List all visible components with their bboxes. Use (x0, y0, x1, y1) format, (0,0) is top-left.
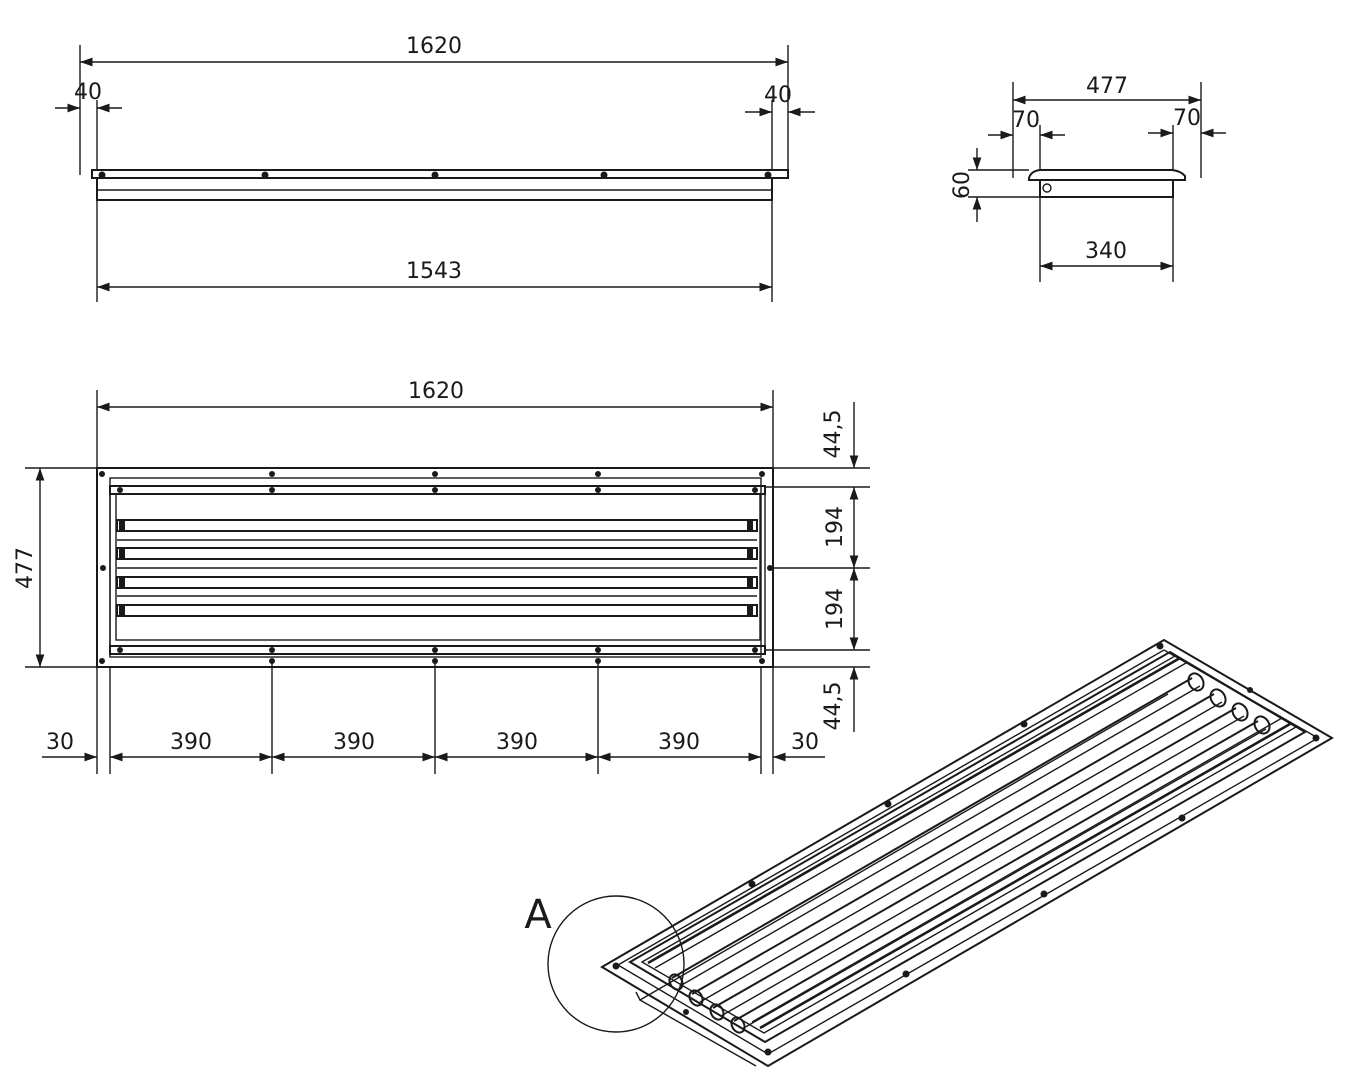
dim-pitch-upper: 194 (823, 506, 848, 548)
isometric-blades (668, 672, 1271, 1034)
dim-spacing-4: 390 (658, 730, 700, 755)
dim-spacing-2: 390 (333, 730, 375, 755)
dim-spacing-1: 390 (170, 730, 212, 755)
plan-view: 1620 477 44,5 194 194 44,5 30 390 390 39… (13, 379, 870, 774)
dim-left-margin: 30 (46, 730, 74, 755)
dim-pitch-lower: 194 (823, 588, 848, 630)
dim-edge-bottom: 44,5 (821, 682, 846, 731)
bolt-hole (759, 471, 765, 477)
dim-right-margin: 30 (791, 730, 819, 755)
dim-end-left-flange: 70 (1012, 108, 1040, 133)
end-view: 477 70 70 60 340 (950, 74, 1226, 282)
bolt-hole (600, 171, 608, 179)
bolt-hole (432, 471, 438, 477)
dim-inner-width: 1543 (406, 259, 462, 284)
dim-end-right-flange: 70 (1173, 106, 1201, 131)
bolt-hole (98, 171, 106, 179)
dim-end-height: 60 (950, 171, 975, 199)
dim-end-overall-width: 477 (1086, 74, 1128, 99)
isometric-view: A (524, 638, 1334, 1068)
bolt-hole (261, 171, 269, 179)
dim-right-flange: 40 (764, 83, 792, 108)
dim-plan-overall-height: 477 (13, 547, 38, 589)
bolt-hole (595, 471, 601, 477)
dim-edge-top: 44,5 (821, 410, 846, 459)
bolt-hole (99, 471, 105, 477)
louver-blades (116, 519, 758, 617)
dim-overall-width: 1620 (406, 34, 462, 59)
bolt-hole (269, 471, 275, 477)
bolt-hole (764, 171, 772, 179)
side-view: 1620 40 40 1543 (55, 34, 815, 302)
dim-left-flange: 40 (74, 80, 102, 105)
dim-spacing-3: 390 (496, 730, 538, 755)
dim-plan-overall-width: 1620 (408, 379, 464, 404)
pivot-hole (1042, 183, 1052, 193)
dim-end-inner-width: 340 (1085, 239, 1127, 264)
detail-circle (547, 895, 685, 1033)
bolt-hole (431, 171, 439, 179)
detail-label: A (524, 892, 552, 938)
